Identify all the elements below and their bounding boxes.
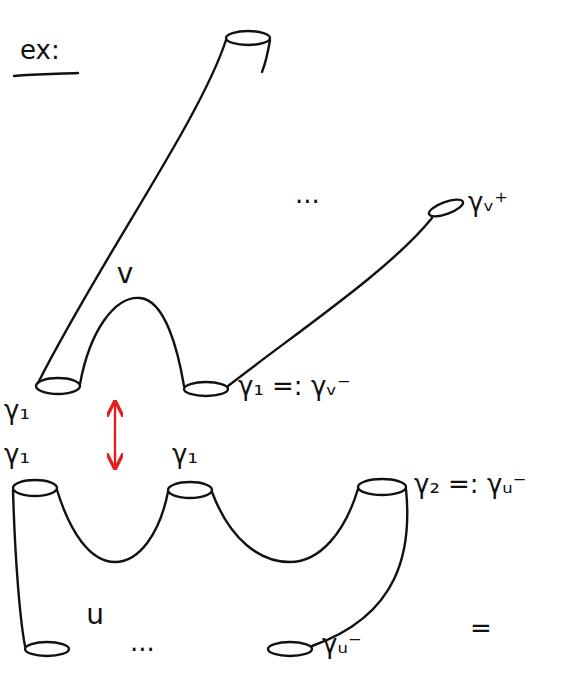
boundary-circle — [358, 479, 406, 495]
surface-edge — [38, 40, 226, 383]
boundary-circle — [226, 31, 270, 45]
underline — [14, 73, 78, 76]
surface-region: u — [45, 470, 145, 635]
surface-region: v — [85, 255, 165, 400]
math-label: ex: — [20, 36, 60, 65]
math-label: γ₁ — [172, 440, 198, 469]
math-label: γ₁ =: γᵥ⁻ — [238, 372, 351, 401]
surface-label: u — [86, 600, 104, 631]
surface-edge — [262, 40, 270, 72]
boundary-circle — [25, 642, 69, 656]
math-label: ... — [130, 628, 155, 657]
math-label: γ₂ =: γᵤ⁻ — [414, 470, 527, 499]
math-label: γᵥ⁺ — [468, 188, 508, 217]
boundary-circle — [268, 642, 312, 656]
math-label: γᵤ⁻ — [322, 630, 362, 659]
surface-edge — [228, 218, 432, 386]
math-label: γ₁ — [4, 440, 30, 469]
surface-edge — [312, 489, 407, 646]
correspondence-arrow — [114, 402, 116, 468]
boundary-circle — [184, 382, 228, 396]
math-label: = — [470, 614, 492, 643]
boundary-circle — [427, 196, 465, 220]
math-label: γ₁ — [4, 396, 30, 425]
boundary-circle — [168, 482, 212, 498]
surface-label: v — [117, 259, 134, 290]
surface-edge — [212, 489, 358, 562]
surface-edge — [80, 298, 184, 386]
math-label: ... — [295, 180, 320, 209]
boundary-circle — [13, 480, 57, 496]
surface-edge — [13, 490, 25, 646]
boundary-circle — [36, 378, 80, 394]
surface-edge — [57, 490, 168, 562]
